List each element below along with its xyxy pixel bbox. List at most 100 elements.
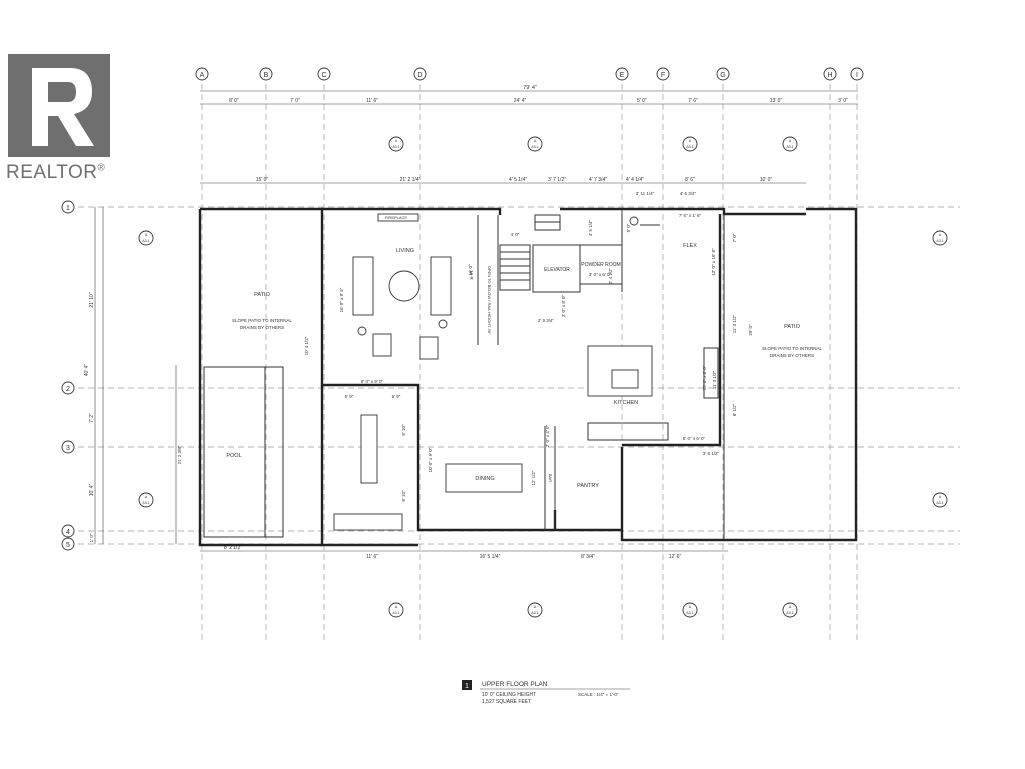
grid-letter-e: E bbox=[620, 72, 625, 79]
realtor-logo-text: REALTOR® bbox=[6, 162, 105, 184]
label-patio-right-line2: DRAINS BY OTHERS bbox=[770, 353, 814, 358]
dim-second-4: 3' 7 1/2" bbox=[548, 177, 566, 183]
grid-number-2: 2 bbox=[66, 386, 70, 393]
grid-letter-d: D bbox=[417, 72, 422, 79]
label-bar: BAR bbox=[548, 474, 553, 482]
dim-int-14: 3' 0" x 8' 0" bbox=[561, 295, 566, 318]
fireplace bbox=[377, 213, 419, 222]
section-marker-bottom-3-sheet: A3.1 bbox=[686, 611, 693, 615]
section-marker-right-1-number: A bbox=[939, 233, 942, 237]
coffee-table bbox=[388, 270, 420, 302]
section-marker-bottom-3: AA3.1 bbox=[682, 602, 698, 618]
dim-top-4: 24' 4" bbox=[514, 98, 527, 104]
section-marker-top-4-number: A bbox=[789, 139, 792, 143]
section-marker-top-1: AA3.1 bbox=[388, 136, 404, 152]
title-ceiling-height: 10' 0" CEILING HEIGHT bbox=[482, 692, 536, 698]
dim-int-24: 6' 0" x 6' 0" bbox=[683, 436, 706, 441]
dimension-strings: 79' 4" 8' 0" 7' 0" 11' 6" 24' 4" 5' 0" 7… bbox=[84, 85, 858, 560]
sofa-right bbox=[430, 256, 452, 316]
label-patio-left-line1: SLOPE PATIO TO INTERNAL bbox=[232, 318, 292, 323]
elevator-shaft bbox=[532, 244, 581, 293]
grid-bubbles-letters: A B C D E F G H I bbox=[195, 67, 864, 81]
dining-table-left bbox=[360, 414, 378, 484]
dim-int-8: 12' 0" x 10' 8" bbox=[711, 248, 716, 276]
armchair-left bbox=[372, 333, 392, 357]
dim-int-10: 16' 0" x 9' 5" bbox=[339, 287, 344, 312]
dim-int-31: 2' 0" x 4' 0" bbox=[545, 425, 550, 448]
dim-int-18: 5' 9" bbox=[345, 394, 354, 399]
dim-second-7: 8' 6" bbox=[685, 177, 695, 183]
dim-int-2: 4' 5 1/4" bbox=[588, 219, 593, 236]
label-living: LIVING bbox=[396, 248, 414, 254]
dim-second-2: 21' 2 1/4" bbox=[400, 177, 421, 183]
section-marker-bottom-1: AA3.1 bbox=[388, 602, 404, 618]
grid-letter-c: C bbox=[321, 72, 326, 79]
dim-int-13: 2' 9 3/4" bbox=[538, 318, 555, 323]
grid-lines bbox=[78, 84, 960, 640]
label-stair-note: OPEN TO BELOW / RAIL HEIGHT 36" bbox=[487, 266, 492, 335]
label-patio-left: PATIO bbox=[254, 292, 270, 298]
title-number: 1 bbox=[465, 683, 469, 690]
dim-int-6: 7' 6" x 1' 6" bbox=[679, 213, 702, 218]
label-dining: DINING bbox=[475, 476, 494, 482]
dim-int-5: 4' 6 3/4" bbox=[680, 191, 697, 196]
dim-left-total: 40' 4" bbox=[84, 364, 90, 377]
label-pool: POOL bbox=[226, 453, 241, 459]
label-stair-count: 16 R bbox=[469, 270, 474, 280]
label-pantry: PANTRY bbox=[577, 483, 599, 489]
section-marker-bottom-4-sheet: A3.1 bbox=[786, 611, 793, 615]
label-patio-left-line2: DRAINS BY OTHERS bbox=[240, 325, 284, 330]
section-marker-left-2-number: A bbox=[145, 495, 148, 499]
section-marker-left-2-sheet: A3.1 bbox=[142, 501, 149, 505]
dim-int-28: 15' 0" x 6' 0" bbox=[702, 365, 707, 390]
section-marker-bottom-4: AA3.1 bbox=[782, 602, 798, 618]
section-marker-right-2: AA3.1 bbox=[932, 492, 948, 508]
label-powder-room: POWDER ROOM bbox=[581, 262, 620, 268]
patio-pool bbox=[203, 366, 284, 538]
dim-second-3: 4' 5 1/4" bbox=[509, 177, 527, 183]
section-marker-bottom-2: A A3.1 bbox=[527, 602, 543, 618]
dim-second-5: 4' 7 3/4" bbox=[589, 177, 607, 183]
dim-int-1: 4' 0" bbox=[511, 232, 520, 237]
dim-top-1: 8' 0" bbox=[229, 98, 239, 104]
section-marker-top-2-sheet: A3.1 bbox=[531, 145, 538, 149]
dim-int-17: 9' 0" x 9' 0" bbox=[361, 379, 384, 384]
section-marker-top-3: AA3.1 bbox=[682, 136, 698, 152]
grid-letter-g: G bbox=[720, 72, 725, 79]
furniture bbox=[333, 213, 653, 531]
dim-int-12: 16' 0" bbox=[468, 264, 473, 276]
dim-int-21: 10' 0" x 9' 0" bbox=[428, 447, 433, 472]
title-number-box bbox=[462, 680, 472, 690]
dim-second-6: 4' 4 1/4" bbox=[626, 177, 644, 183]
dim-top-8: 3' 0" bbox=[838, 98, 848, 104]
section-marker-top-4: AA3.1 bbox=[782, 136, 798, 152]
section-marker-bottom-1-number: A bbox=[395, 605, 398, 609]
section-marker-bottom-2-number: A bbox=[534, 605, 537, 609]
section-marker-right-1: AA3.1 bbox=[932, 230, 948, 246]
dim-overall: 79' 4" bbox=[523, 85, 537, 91]
interior-dimension-labels: 4' 0" 4' 5 1/4" 5' 0" 3' 11 1/4" 4' 6 3/… bbox=[177, 191, 753, 502]
grid-letter-i: I bbox=[856, 72, 858, 79]
exterior-walls bbox=[198, 207, 858, 547]
sideboard bbox=[333, 513, 403, 531]
section-marker-bottom-2-sheet: A3.1 bbox=[531, 611, 538, 615]
dim-int-19: 5' 9" bbox=[392, 394, 401, 399]
dim-left-3: 10' 4" bbox=[89, 484, 95, 497]
section-markers: AA3.1 AA3.1 AA3.1 AA3.1 AA3.1 AA3.1 AA3.… bbox=[138, 136, 948, 618]
dim-bottom-5: 12' 6" bbox=[669, 554, 682, 560]
interior-walls bbox=[477, 209, 719, 530]
section-marker-top-2-number: A bbox=[534, 139, 537, 143]
dim-int-9: 11' 3 1/2" bbox=[732, 314, 737, 333]
label-kitchen: KITCHEN bbox=[614, 400, 638, 406]
dim-int-29: 8' 1/2" bbox=[732, 403, 737, 416]
grid-number-3: 3 bbox=[66, 445, 70, 452]
grid-letter-f: F bbox=[661, 72, 665, 79]
dim-left-2: 7' 2" bbox=[89, 413, 95, 423]
dim-second-1: 15' 0" bbox=[256, 177, 269, 183]
section-marker-right-2-sheet: A3.1 bbox=[936, 501, 943, 505]
realtor-r-icon bbox=[32, 68, 94, 146]
armchair-right bbox=[419, 336, 439, 360]
dim-int-7: 7' 0" bbox=[732, 233, 737, 242]
grid-number-5: 5 bbox=[66, 542, 70, 549]
